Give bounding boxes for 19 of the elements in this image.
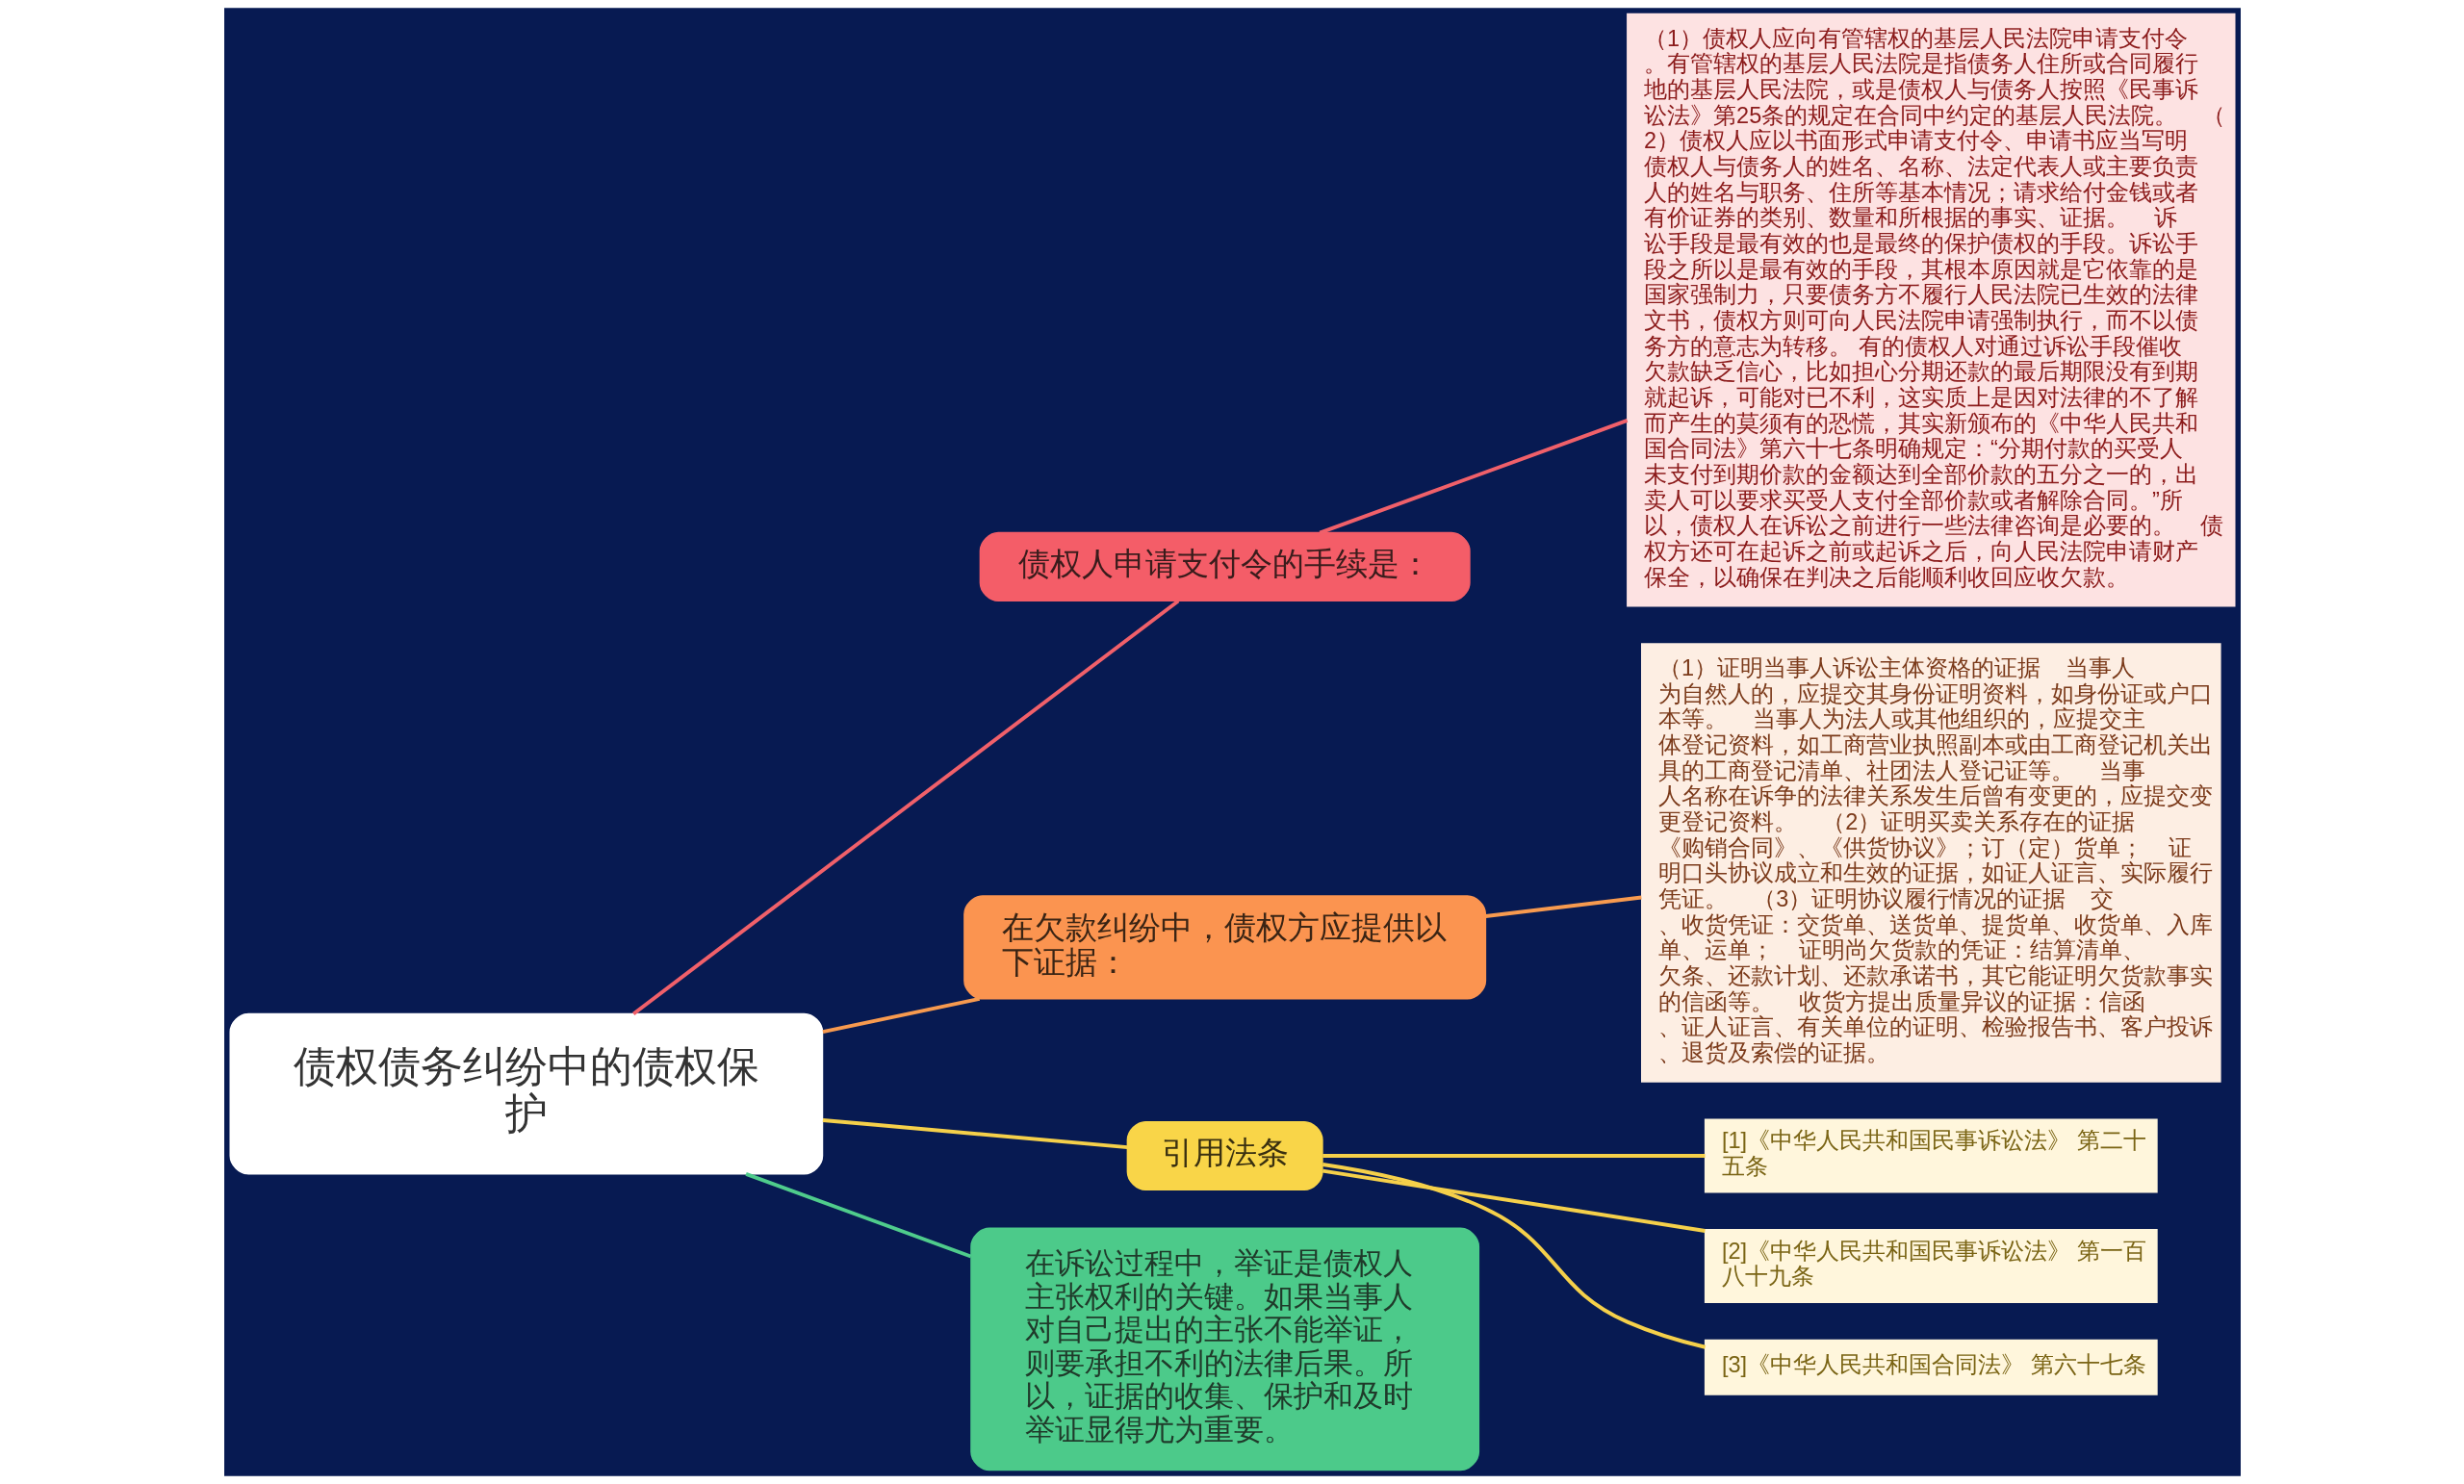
connector <box>822 996 980 1034</box>
node-box: 债权债务纠纷中的债权保护 <box>229 1012 823 1175</box>
node-box: [2]《中华人民共和国民事诉讼法》 第一百八十九条 <box>1704 1229 2158 1303</box>
node-box: [1]《中华人民共和国民事诉讼法》 第二十五条 <box>1704 1118 2158 1193</box>
connector <box>1322 1163 1706 1349</box>
node-box: 引用法条 <box>1126 1120 1323 1191</box>
node-box: 在诉讼过程中，举证是债权人主张权利的关键。如果当事人对自己提出的主张不能举证，则要承担不利的法律后果。所以，证据的收集、保护和及时举证显得尤为重要。 <box>969 1227 1479 1471</box>
node-box: （1）证明当事人诉讼主体资格的证据 当事人为自然人的，应提交其身份证明资料，如身份证或户口本等。 当事人为法人或其他组织的，应提交主体登记资料，如工商营业执照副本或由工商登记机关出具的工商登记清单、社团法人登记证等。 当事人名称在诉争的法律关系发生后曾有变更的，应提交变更登记资料。 （2）证明买卖关系存在的证据《购销合同》、《供货协议》；订（定）货单； 证明口头协议成立和生效的证据，如证人证言、实际履行凭证。 （3）证明协议履行情况的证据 交、收货凭证：交货单、送货单、提货单、收货单、入库单、运单； 证明尚欠货款的凭证：结算清单、欠条、还款计划、还款承诺书，其它能证明欠货款事实的信函等。 收货方提出质量异议的证据：信函、证人证言、有关单位的证明、检验报告书、客户投诉、退货及索偿的证据。 <box>1640 643 2221 1083</box>
node-box: [3]《中华人民共和国合同法》 第六十七条 <box>1704 1339 2158 1395</box>
connector <box>822 1117 1127 1150</box>
connector <box>1484 895 1642 918</box>
connector <box>1322 1154 1705 1158</box>
connector <box>1319 419 1628 535</box>
node-box: 在欠款纠纷中，债权方应提供以下证据： <box>962 895 1486 1000</box>
node-box: （1）债权人应向有管辖权的基层人民法院申请支付令。有管辖权的基层人民法院是指债务人住所或合同履行地的基层人民法院，或是债权人与债务人按照《民事诉讼法》第25条的规定在合同中约定的基层人民法院。 （2）债权人应以书面形式申请支付令、申请书应当写明债权人与债务人的姓名、名称、法定代表人或主要负责人的姓名与职务、住所等基本情况；请求给付金钱或者有价证券的类别、数量和所根据的事实、证据。 诉讼手段是最有效的也是最终的保护债权的手段。诉讼手段之所以是最有效的手段，其根本原因就是它依靠的是国家强制力，只要债务方不履行人民法院已生效的法律文书，债权方则可向人民法院申请强制执行，而不以债务方的意志为转移。 有的债权人对通过诉讼手段催收欠款缺乏信心，比如担心分期还款的最后期限没有到期就起诉，可能对已不利，这实质上是因对法律的不了解而产生的莫须有的恐慌，其实新颁布的《中华人民共和国合同法》第六十七条明确规定：“分期付款的买受人未支付到期价款的金额达到全部价款的五分之一的，出卖人可以要求买受人支付全部价款或者解除合同。”所以，债权人在诉讼之前进行一些法律咨询是必要的。 债权方还可在起诉之前或起诉之后，向人民法院申请财产保全，以确保在判决之后能顺利收回应收欠款。 <box>1626 13 2235 607</box>
node-box: 债权人申请支付令的手续是： <box>979 531 1471 602</box>
connector <box>1322 1168 1706 1233</box>
connector <box>744 1172 971 1259</box>
connector <box>631 599 1179 1016</box>
